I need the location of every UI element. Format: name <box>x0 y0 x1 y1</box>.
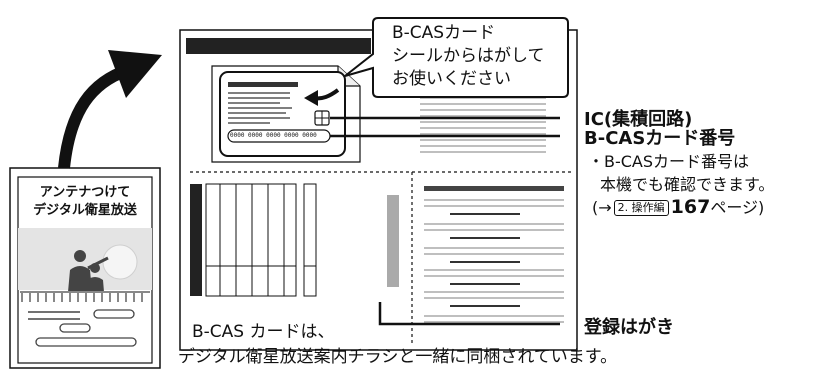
flyer-title: アンテナつけて デジタル衛星放送 <box>15 184 155 220</box>
ref-page-number: 167 <box>670 196 711 218</box>
bottom-note-line2: デジタル衛星放送案内チラシと一緒に同梱されています。 <box>178 347 618 367</box>
fence-pattern <box>20 291 150 302</box>
bcas-number-label: B-CASカード番号 <box>584 128 736 149</box>
card-number: 0000 0000 0000 0000 0000 <box>230 132 317 139</box>
ic-chip-label: IC(集積回路) <box>584 109 693 130</box>
bottom-note-line1: B-CAS カードは、 <box>192 322 335 342</box>
registration-postcard-label: 登録はがき <box>584 317 674 338</box>
big-curved-arrow-icon <box>58 50 162 169</box>
ref-prefix: (→ <box>592 198 612 217</box>
callout-line2: シールからはがして <box>392 46 545 66</box>
callout-line1: B-CASカード <box>392 23 496 43</box>
ref-suffix: ページ) <box>710 198 765 217</box>
text-lines-block <box>424 186 564 323</box>
callout-bubble <box>344 17 569 98</box>
note-line1: ・B-CASカード番号は <box>588 152 750 171</box>
peel-arrow-icon <box>304 88 340 106</box>
ref-badge: 2. 操作編 <box>613 200 669 216</box>
broadcast-flyer <box>9 167 161 369</box>
info-table <box>190 183 399 297</box>
flyer-title-line1: アンテナつけて <box>39 185 131 200</box>
bcas-card-sheet <box>211 65 361 163</box>
note-line2: 本機でも確認できます。 <box>600 175 775 194</box>
people-silhouette-icon <box>68 250 109 292</box>
callout-text: B-CASカード シールからはがして お使いください <box>392 22 545 91</box>
flyer-title-line2: デジタル衛星放送 <box>33 203 137 218</box>
leader-lines <box>330 116 560 326</box>
callout-line3: お使いください <box>392 69 511 89</box>
